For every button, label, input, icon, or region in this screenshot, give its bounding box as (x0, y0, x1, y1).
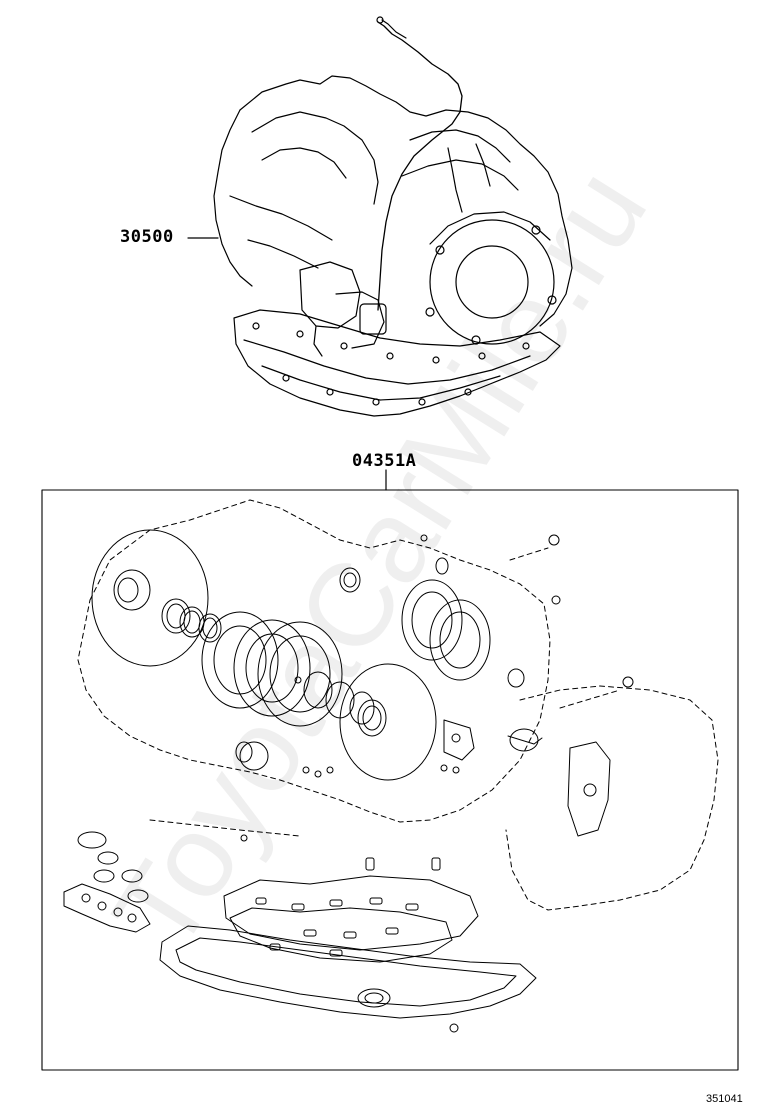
gasket-kit-illustration (63, 499, 719, 1033)
part-number-04351A[interactable]: 04351A (352, 451, 417, 471)
part-number-30500[interactable]: 30500 (120, 227, 174, 247)
transmission-assembly-illustration (187, 16, 573, 417)
figure-number: 351041 (706, 1093, 743, 1105)
overhaul-kit-frame (41, 469, 739, 1071)
